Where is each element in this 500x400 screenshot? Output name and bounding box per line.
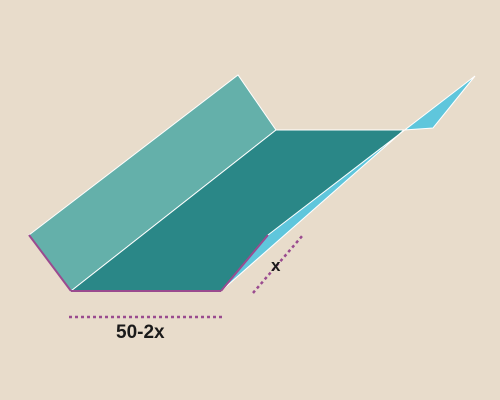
front-edge-left (28, 234, 72, 292)
base-width-label: 50-2x (116, 322, 165, 343)
front-edge-right (220, 234, 269, 292)
fold-height-label: x (271, 256, 281, 275)
fold-height-dashed-line (252, 234, 304, 294)
